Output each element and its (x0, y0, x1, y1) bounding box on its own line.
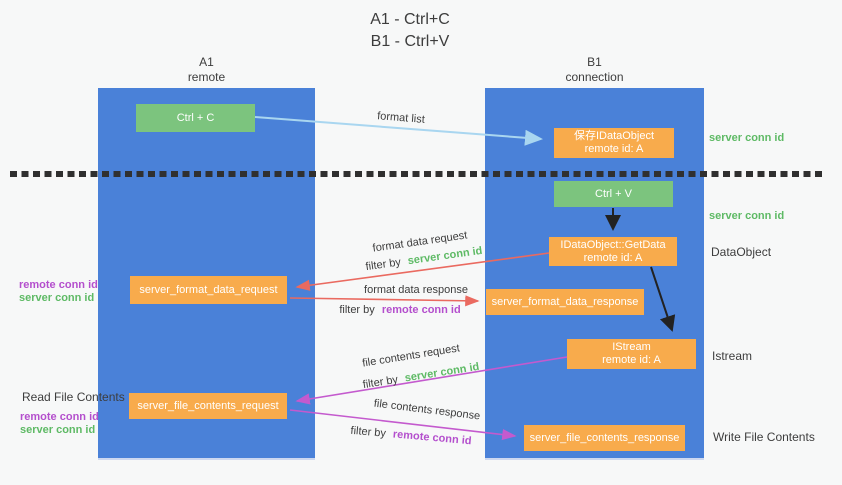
node-server-format-data-response: server_format_data_response (486, 289, 644, 315)
node-ctrl-c: Ctrl + C (136, 104, 255, 132)
phase-divider-dotted-line (10, 171, 823, 177)
title-line-ctrl-c: A1 - Ctrl+C (370, 11, 450, 28)
annotation-server-conn-id-right-1: server conn id (709, 132, 785, 144)
label-filter-by-remote-conn-id-2: filter by remote conn id (350, 425, 472, 448)
lifeline-header-b1: B1 connection (485, 55, 704, 85)
node-file-request-label: server_file_contents_request (137, 399, 279, 412)
lifeline-a1-name: A1 (199, 55, 214, 69)
annotation-server-conn-id-right-2: server conn id (709, 210, 785, 222)
node-server-file-contents-request: server_file_contents_request (129, 393, 287, 419)
label-filter-by-text: filter by (350, 424, 387, 440)
node-format-request-label: server_format_data_request (139, 283, 278, 296)
annotation-remote-conn-id-left-2: remote conn id (20, 411, 99, 423)
node-ctrl-c-label: Ctrl + C (176, 111, 215, 124)
label-remote-conn-id-magenta: remote conn id (381, 304, 461, 316)
annotation-istream: Istream (712, 349, 753, 363)
label-filter-by-text: filter by (361, 373, 399, 392)
label-format-list: format list (376, 110, 426, 126)
annotation-read-file-contents: Read File Contents (22, 390, 125, 404)
lifeline-a1-role: remote (187, 70, 226, 84)
annotation-server-conn-id-left-2: server conn id (20, 424, 96, 436)
node-file-response-label: server_file_contents_response (529, 431, 680, 444)
node-server-file-contents-response: server_file_contents_response (524, 425, 685, 451)
label-filter-by-text: filter by (339, 304, 375, 316)
lifeline-b1-role: connection (565, 70, 624, 84)
node-getdata-subtitle: remote id: A (583, 251, 643, 264)
node-save-idataobject-subtitle: remote id: A (584, 143, 644, 155)
label-filter-by-text: filter by (364, 256, 402, 274)
node-save-idataobject-title: 保存IDataObject (573, 130, 655, 142)
label-file-contents-response: file contents response (373, 397, 481, 423)
label-filter-by-remote-conn-id-1: filter by remote conn id (339, 304, 460, 316)
node-istream: IStream remote id: A (567, 339, 696, 369)
title-line-ctrl-v: B1 - Ctrl+V (370, 33, 450, 50)
node-istream-title: IStream (612, 341, 651, 353)
node-save-idataobject: 保存IDataObject remote id: A (554, 128, 674, 158)
label-format-data-response: format data response (364, 284, 468, 296)
lifeline-header-a1: A1 remote (98, 55, 315, 85)
lifeline-b1-name: B1 (587, 55, 602, 69)
label-remote-conn-id-magenta: remote conn id (392, 428, 472, 448)
annotation-remote-conn-id-left-1: remote conn id (19, 279, 98, 291)
node-ctrl-v: Ctrl + V (554, 181, 673, 207)
arrow-format-data-response (289, 295, 480, 307)
label-server-conn-id-green: server conn id (403, 360, 481, 385)
node-istream-subtitle: remote id: A (602, 354, 661, 366)
node-getdata-title: IDataObject::GetData (560, 238, 666, 251)
node-ctrl-v-label: Ctrl + V (595, 187, 632, 200)
annotation-write-file-contents: Write File Contents (713, 430, 815, 444)
node-format-response-label: server_format_data_response (491, 295, 639, 308)
annotation-dataobject: DataObject (711, 245, 772, 259)
node-server-format-data-request: server_format_data_request (130, 276, 287, 304)
annotation-server-conn-id-left-1: server conn id (19, 292, 95, 304)
diagram-title: A1 - Ctrl+C B1 - Ctrl+V (320, 9, 500, 53)
node-idataobject-getdata: IDataObject::GetData remote id: A (549, 237, 677, 266)
